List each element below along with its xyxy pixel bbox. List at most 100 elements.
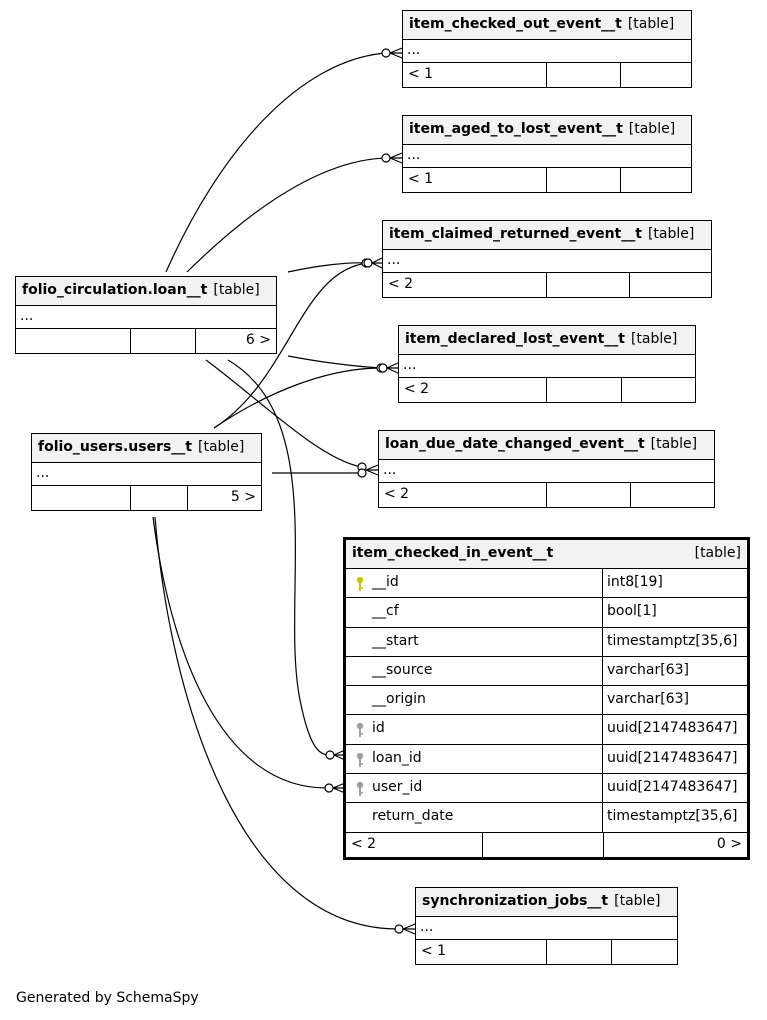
table-header: item_claimed_returned_event__t [table]	[383, 221, 711, 250]
footer-parents	[32, 486, 130, 510]
table-kind: [table]	[614, 893, 661, 909]
column-row: __id int8[19]	[346, 569, 747, 599]
column-row: return_date timestamptz[35,6]	[346, 803, 747, 833]
table-loan-due-date-changed-event[interactable]: loan_due_date_changed_event__t[table] ..…	[378, 430, 715, 508]
column-type: timestamptz[35,6]	[607, 808, 738, 825]
table-kind: [table]	[628, 121, 676, 137]
generated-by-label: Generated by SchemaSpy	[16, 990, 199, 1006]
footer-parents: < 2	[404, 381, 430, 397]
table-footer: < 2 0 >	[346, 832, 747, 857]
footer-children: 6 >	[195, 329, 276, 353]
edge-loan-to-item-claimed-returned	[287, 262, 367, 273]
column-type: uuid[2147483647]	[607, 779, 738, 796]
table-item-aged-to-lost-event[interactable]: item_aged_to_lost_event__t [table] ... < …	[402, 115, 692, 193]
column-name-text: __cf	[372, 603, 399, 620]
edge-end-circle	[381, 153, 391, 163]
table-header: folio_users.users__t [table]	[32, 434, 261, 463]
table-header: item_declared_lost_event__t[table]	[399, 326, 695, 355]
table-kind: [table]	[213, 282, 260, 298]
column-name: __source	[346, 656, 603, 686]
edge-end-circle	[381, 48, 391, 58]
column-type: bool[1]	[607, 603, 657, 620]
table-item-claimed-returned-event[interactable]: item_claimed_returned_event__t [table] ..…	[382, 220, 712, 298]
index-key-icon	[355, 721, 365, 738]
column-name: return_date	[346, 803, 603, 832]
index-key-icon	[355, 751, 365, 767]
table-name: loan_due_date_changed_event__t	[385, 436, 645, 452]
footer-parents: < 2	[388, 276, 414, 292]
footer-children	[630, 483, 714, 507]
table-header: loan_due_date_changed_event__t[table]	[379, 431, 714, 460]
table-synchronization-jobs[interactable]: synchronization_jobs__t[table] ... < 1	[415, 887, 678, 965]
footer-middle	[546, 63, 620, 87]
table-folio-users-users[interactable]: folio_users.users__t[table] ... 5 >	[31, 433, 262, 511]
table-folio-circulation-loan[interactable]: folio_circulation.loan__t[table] ... 6 >	[15, 276, 277, 354]
table-item-declared-lost-event[interactable]: item_declared_lost_event__t[table] ... <…	[398, 325, 696, 403]
edge-loan-to-item-checked-out	[165, 52, 387, 273]
footer-middle	[546, 940, 611, 964]
edge-users-to-item-claimed-returned	[213, 262, 369, 429]
table-footer: < 1	[403, 168, 691, 192]
column-type: varchar[63]	[607, 691, 689, 708]
table-name: folio_users.users__t	[38, 439, 192, 455]
column-name-text: loan_id	[372, 749, 422, 766]
edge-loan-to-loan-due-date-changed	[205, 359, 363, 468]
column-name-text: return_date	[372, 808, 454, 825]
table-name: item_checked_in_event__t	[352, 545, 554, 561]
table-name: item_claimed_returned_event__t	[389, 226, 642, 242]
column-name: __id	[346, 569, 603, 598]
table-ellipsis: ...	[403, 40, 691, 63]
crow-foot	[402, 923, 416, 935]
footer-children	[620, 63, 691, 87]
footer-middle	[130, 329, 195, 353]
column-type: int8[19]	[607, 574, 663, 590]
footer-middle	[546, 273, 629, 297]
footer-children	[621, 378, 695, 402]
table-item-checked-out-event[interactable]: item_checked_out_event__t[table] ... < 1	[402, 10, 692, 88]
table-footer: 6 >	[16, 329, 276, 353]
edge-users-to-item-declared-lost	[213, 367, 382, 429]
table-footer: < 1	[403, 63, 691, 87]
table-footer: < 2	[379, 483, 714, 507]
table-ellipsis: ...	[416, 917, 677, 940]
table-kind: [table]	[198, 439, 245, 455]
edge-end-circle	[394, 924, 404, 934]
column-row: user_id uuid[2147483647]	[346, 774, 747, 804]
table-ellipsis: ...	[383, 250, 711, 273]
table-header: folio_circulation.loan__t[table]	[16, 277, 276, 306]
table-kind: [table]	[627, 16, 675, 32]
edge-loan-to-item-checked-in	[227, 359, 331, 756]
edge-users-to-item-checked-in	[152, 516, 330, 789]
column-name: __origin	[346, 686, 603, 715]
edge-loan-to-item-aged-to-lost	[186, 157, 387, 273]
table-ellipsis: ...	[403, 145, 691, 168]
footer-middle	[546, 483, 630, 507]
table-header: synchronization_jobs__t[table]	[416, 888, 677, 917]
footer-children	[611, 940, 677, 964]
footer-middle	[546, 168, 620, 192]
column-name-text: user_id	[372, 779, 423, 796]
table-kind: [table]	[647, 226, 695, 242]
edge-end-circle	[363, 258, 373, 268]
column-name-text: __id	[372, 574, 399, 590]
table-name: item_aged_to_lost_event__t	[409, 121, 623, 137]
crow-foot	[386, 362, 399, 374]
column-type: varchar[63]	[607, 661, 689, 678]
column-row: __origin varchar[63]	[346, 686, 747, 716]
footer-parents: < 2	[384, 486, 410, 502]
footer-parents: < 1	[408, 171, 434, 187]
table-ellipsis: ...	[16, 306, 276, 329]
crow-foot	[389, 47, 403, 59]
column-name-text: __start	[372, 632, 419, 649]
column-row: __source varchar[63]	[346, 656, 747, 687]
column-name-text: __origin	[372, 691, 426, 708]
column-type: uuid[2147483647]	[607, 749, 738, 766]
table-ellipsis: ...	[399, 355, 695, 378]
column-name-text: __source	[372, 661, 433, 678]
footer-parents	[16, 329, 130, 353]
column-name: __start	[346, 627, 603, 656]
